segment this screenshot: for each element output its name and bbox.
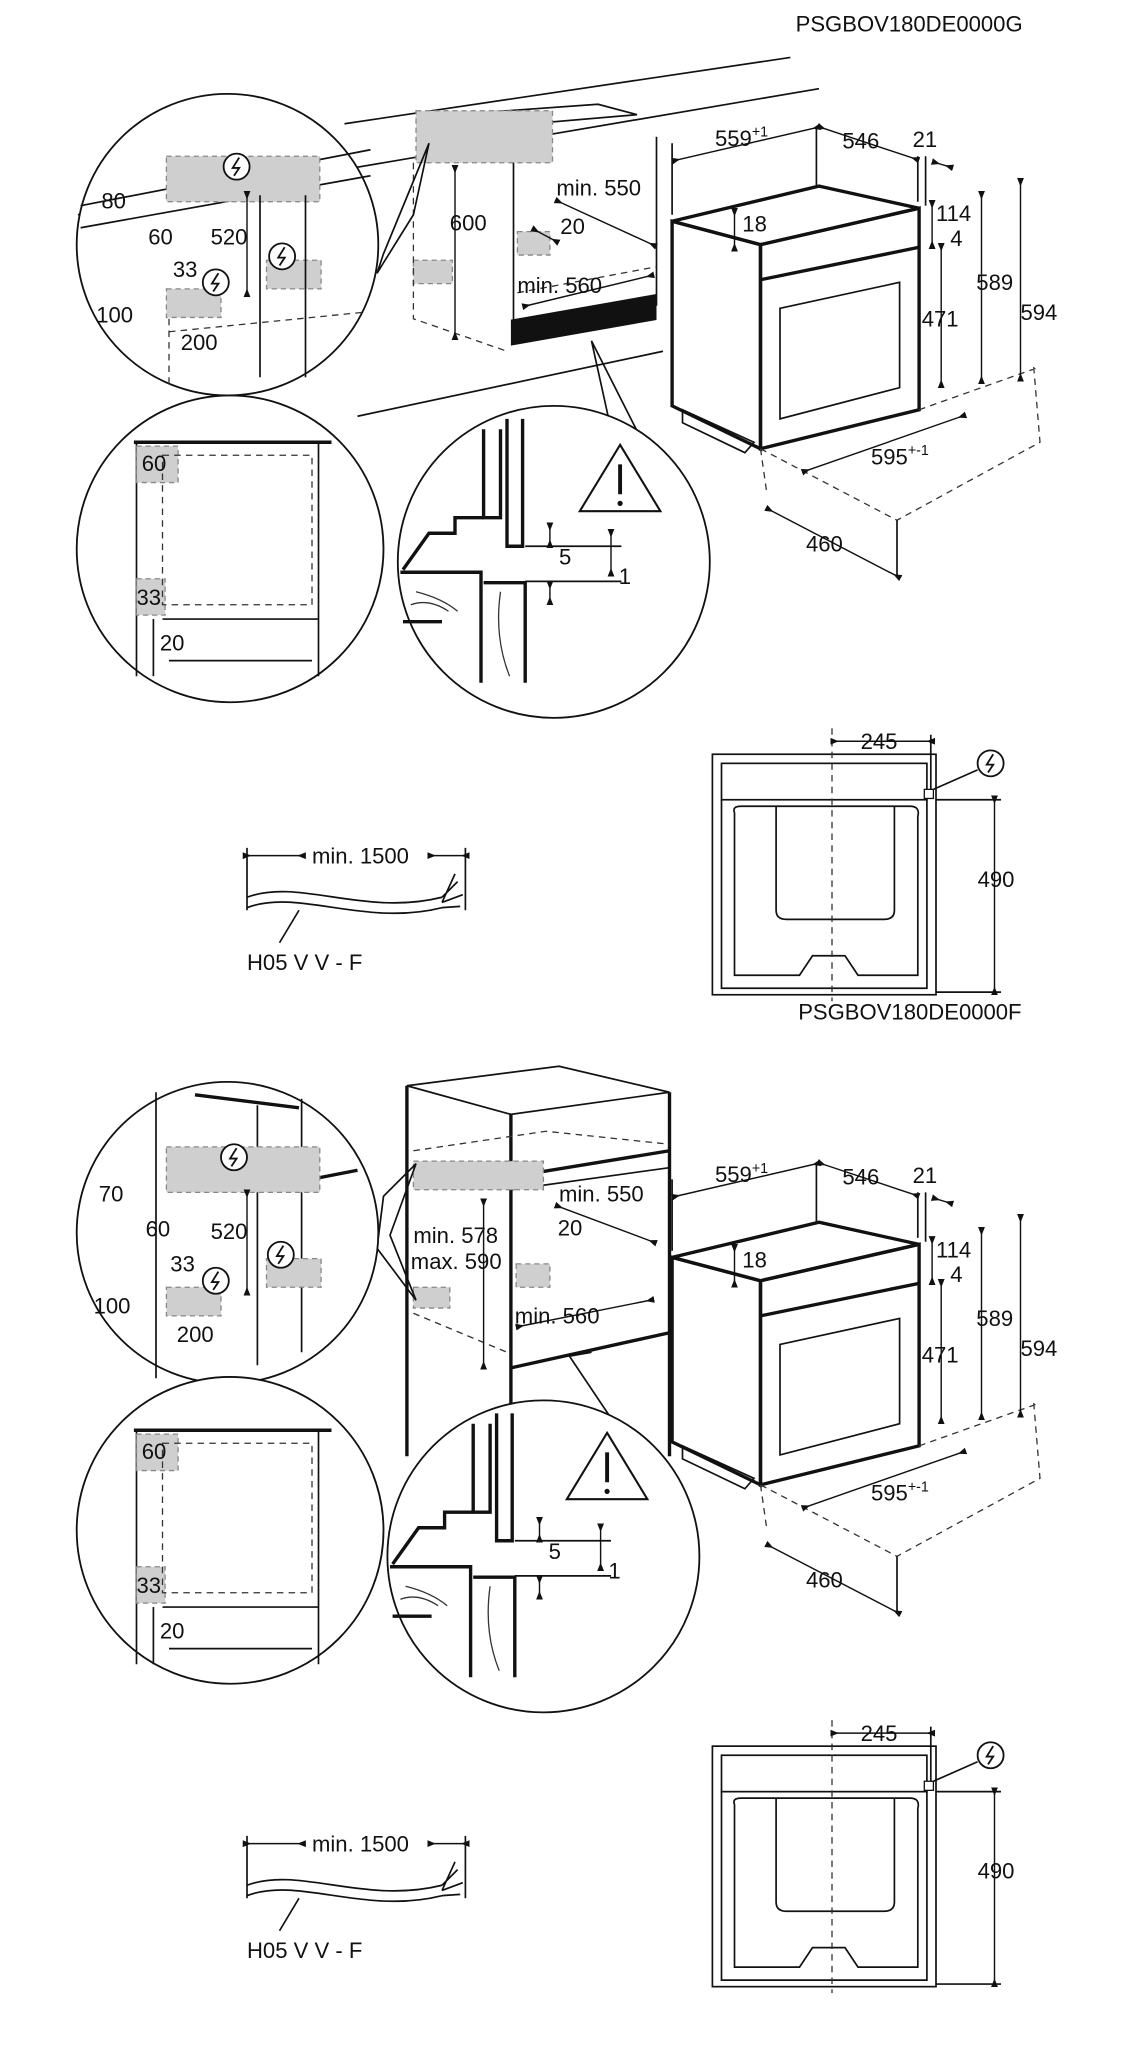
detail-circle-power (75, 92, 380, 397)
dim-60-side: 60 (142, 451, 167, 476)
dim-21: 21 (913, 127, 938, 152)
dim-4: 4 (950, 1262, 962, 1287)
model-number-bottom: PSGBOV180DE0000F (798, 999, 1021, 1024)
cable-type: H05 V V - F (247, 1938, 362, 1963)
cable-type: H05 V V - F (247, 950, 362, 975)
power-connection-icon (266, 1240, 295, 1269)
dim-20: 20 (558, 1215, 583, 1240)
dim-33: 33 (173, 257, 198, 282)
dim-60-side: 60 (142, 1439, 167, 1464)
dim-100: 100 (96, 303, 133, 328)
power-connection-icon (220, 1143, 248, 1172)
section-under-counter: 600 min. 550 20 min. 560 80 60 520 33 10… (75, 56, 820, 719)
dim-min-560: min. 560 (515, 1304, 600, 1329)
dim-min-578: min. 578 (413, 1223, 498, 1248)
dim-471: 471 (922, 307, 959, 332)
dim-594: 594 (1020, 300, 1057, 325)
dim-33: 33 (170, 1252, 195, 1277)
dim-559: 559+1 (715, 1161, 768, 1187)
power-connection-icon (222, 152, 251, 181)
warning-triangle-icon (577, 442, 663, 513)
dim-60: 60 (146, 1217, 171, 1242)
dim-20-side: 20 (160, 630, 185, 655)
dim-5: 5 (559, 544, 571, 569)
dim-80: 80 (101, 188, 126, 213)
detail-circle-side (75, 1376, 385, 1685)
dim-1: 1 (608, 1558, 620, 1583)
dim-589: 589 (976, 270, 1013, 295)
dim-490: 490 (978, 867, 1015, 892)
power-connection-icon (201, 268, 230, 297)
dim-595: 595+-1 (871, 443, 929, 469)
oven-dimensions-top: 559+1 546 21 18 114 4 589 594 471 595+-1… (672, 125, 1057, 576)
cable-length: min. 1500 (312, 843, 409, 868)
dim-min-550: min. 550 (556, 175, 641, 200)
dim-546: 546 (842, 1165, 879, 1190)
dim-33-side: 33 (137, 585, 162, 610)
cable-length: min. 1500 (312, 1831, 409, 1856)
power-connection-icon (976, 1741, 1005, 1770)
dim-min-550: min. 550 (559, 1181, 644, 1206)
dim-1: 1 (619, 564, 631, 589)
dim-20: 20 (560, 214, 585, 239)
dim-5: 5 (549, 1539, 561, 1564)
dim-70: 70 (99, 1181, 124, 1206)
dim-33-side: 33 (137, 1573, 162, 1598)
dim-4: 4 (950, 226, 962, 251)
dim-490: 490 (978, 1859, 1015, 1884)
power-connection-icon (268, 242, 297, 271)
dim-20-side: 20 (160, 1618, 185, 1643)
dim-600: 600 (450, 210, 487, 235)
dim-595: 595+-1 (871, 1479, 929, 1505)
dim-200: 200 (177, 1322, 214, 1347)
dim-594: 594 (1020, 1336, 1057, 1361)
dim-18: 18 (742, 212, 767, 237)
dim-520: 520 (211, 1219, 248, 1244)
dim-520: 520 (211, 225, 248, 250)
dim-245: 245 (861, 1721, 898, 1746)
detail-circle-warning (396, 404, 711, 719)
dim-559: 559+1 (715, 125, 768, 151)
back-view-top: 245 490 (712, 728, 1014, 1001)
cable-requirement-top: min. 1500 H05 V V - F (247, 843, 465, 975)
warning-triangle-icon (564, 1430, 650, 1501)
section-tall-unit: min. 578 max. 590 min. 550 20 min. 560 7… (75, 1065, 701, 1714)
dim-245: 245 (861, 729, 898, 754)
countertop-cabinet (77, 56, 820, 573)
dim-460: 460 (806, 1568, 843, 1593)
dim-21: 21 (913, 1163, 938, 1188)
detail-circle-warning (386, 1399, 701, 1714)
dim-100: 100 (94, 1293, 131, 1318)
dim-460: 460 (806, 531, 843, 556)
model-number-top: PSGBOV180DE0000G (796, 11, 1023, 36)
dim-546: 546 (842, 128, 879, 153)
dim-min-560: min. 560 (517, 273, 602, 298)
dim-471: 471 (922, 1343, 959, 1368)
dim-60: 60 (148, 225, 173, 250)
dim-18: 18 (742, 1248, 767, 1273)
dim-589: 589 (976, 1306, 1013, 1331)
dim-max-590: max. 590 (411, 1249, 502, 1274)
power-connection-icon (201, 1266, 230, 1295)
back-view-bottom: 245 490 (712, 1720, 1014, 1993)
dim-114: 114 (936, 1237, 971, 1262)
dim-114: 114 (936, 201, 971, 226)
oven-dimensions-bottom: 559+1 546 21 18 114 4 589 594 471 595+-1… (672, 1161, 1057, 1612)
detail-circle-side (75, 394, 385, 704)
detail-circle-power (75, 1080, 380, 1385)
dim-200: 200 (181, 330, 218, 355)
power-connection-icon (976, 749, 1005, 778)
cable-requirement-bottom: min. 1500 H05 V V - F (247, 1831, 465, 1963)
